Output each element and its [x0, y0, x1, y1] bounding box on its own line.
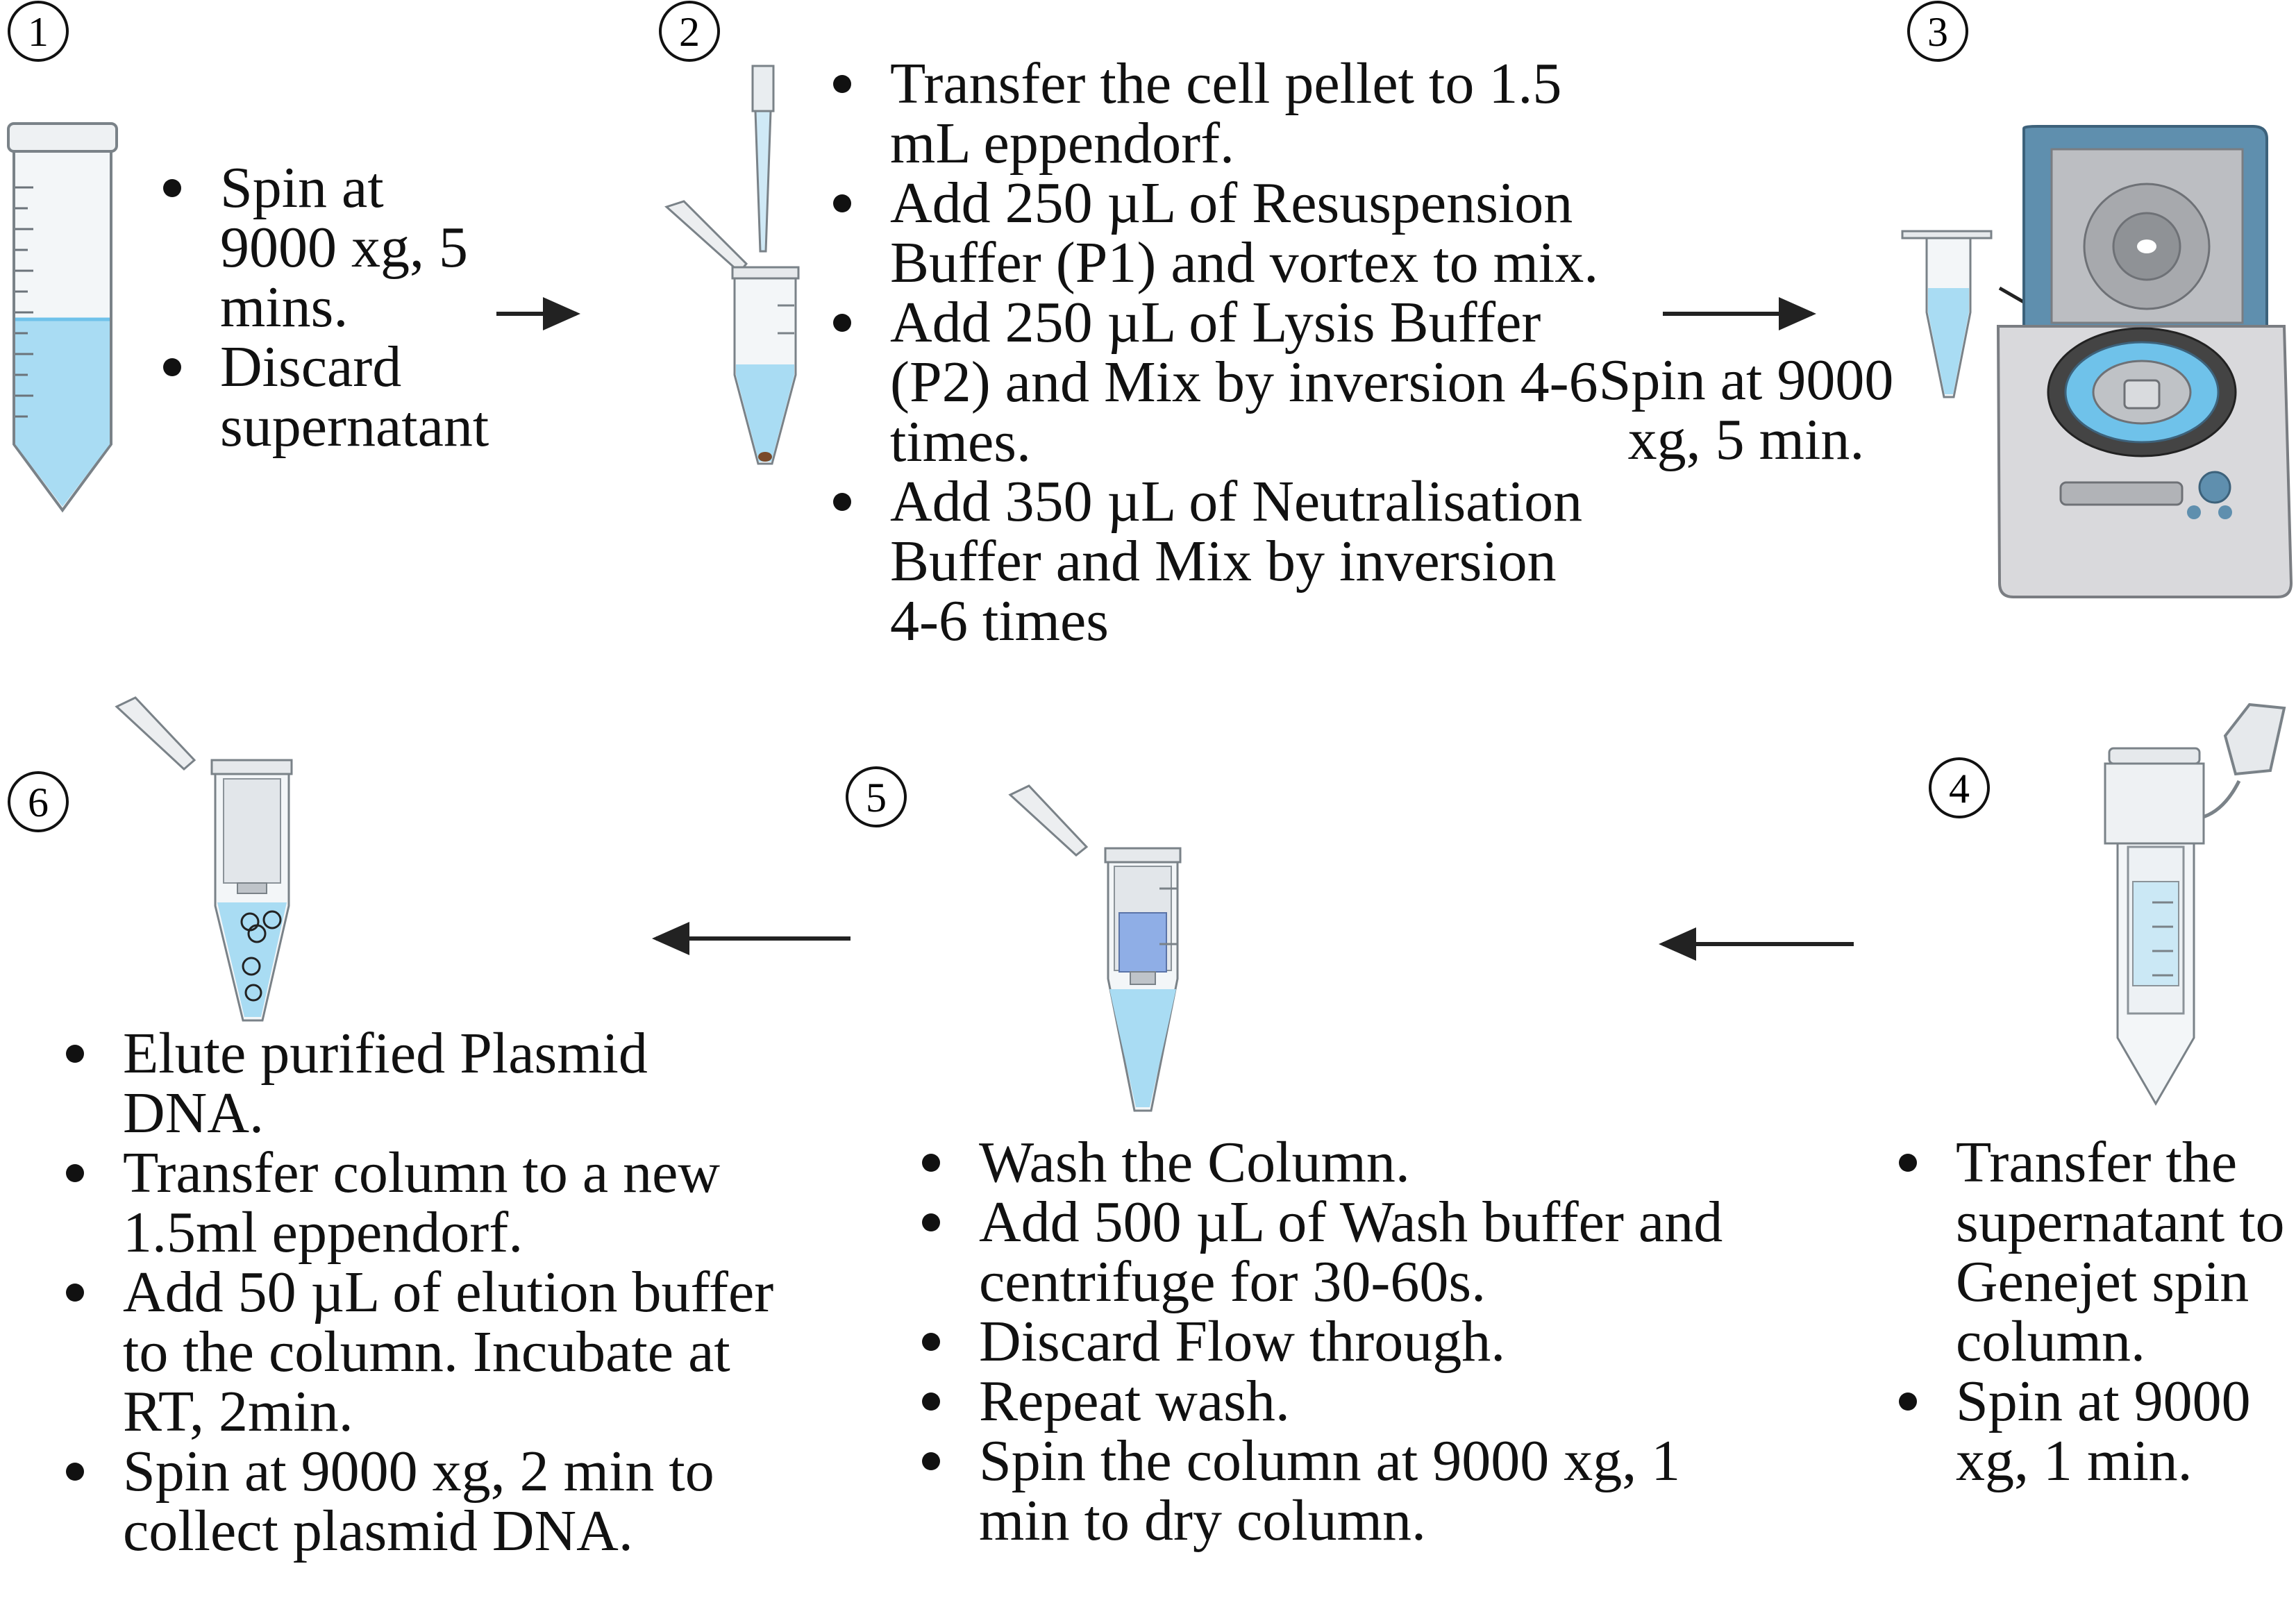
list-item: Wash the Column. — [908, 1133, 1762, 1193]
step-number-4: 4 — [1929, 757, 1990, 818]
list-item: Transfer column to a new 1.5ml eppendorf… — [52, 1143, 802, 1263]
step-number-5: 5 — [846, 766, 907, 827]
step-6-instructions: Elute purified Plasmid DNA. Transfer col… — [52, 1024, 802, 1561]
list-item: Add 50 µL of elution buffer to the colum… — [52, 1263, 802, 1442]
spin-column-tube-icon — [2104, 702, 2286, 1106]
step-1-instructions: Spin at 9000 xg, 5 mins. Discard superna… — [149, 158, 510, 457]
wash-column-tube-icon — [1008, 784, 1182, 1112]
list-item: Spin at 9000 xg, 1 min. — [1885, 1372, 2291, 1491]
list-item: Transfer the cell pellet to 1.5 mL eppen… — [819, 54, 1604, 174]
step-number-2: 2 — [659, 1, 720, 62]
svg-text:6: 6 — [28, 780, 49, 825]
svg-text:5: 5 — [866, 775, 887, 821]
step-3-label: Spin at 9000 xg, 5 min. — [1598, 348, 1894, 472]
list-item: Add 350 µL of Neutralisation Buffer and … — [819, 472, 1604, 651]
elution-tube-icon — [115, 696, 293, 1022]
svg-text:4: 4 — [1949, 766, 1970, 811]
list-item: Spin at 9000 xg, 2 min to collect plasmi… — [52, 1442, 802, 1561]
step-4-instructions: Transfer the supernatant to Genejet spin… — [1885, 1133, 2291, 1491]
pipette-tip-icon — [751, 65, 775, 253]
eppendorf-tube-small-icon — [1901, 230, 1993, 398]
svg-text:3: 3 — [1927, 9, 1948, 55]
list-item: Add 250 µL of Resuspension Buffer (P1) a… — [819, 174, 1604, 293]
list-item: Add 250 µL of Lysis Buffer (P2) and Mix … — [819, 293, 1604, 472]
list-item: Elute purified Plasmid DNA. — [52, 1024, 802, 1143]
svg-text:2: 2 — [679, 9, 700, 55]
list-item: Spin the column at 9000 xg, 1 min to dry… — [908, 1431, 1762, 1551]
dna-plasmid-icon — [240, 910, 282, 1002]
list-item: Spin at 9000 xg, 5 mins. — [149, 158, 510, 337]
list-item: Repeat wash. — [908, 1372, 1762, 1431]
step-number-6: 6 — [8, 771, 69, 832]
eppendorf-tube-icon — [664, 200, 800, 465]
list-item: Discard Flow through. — [908, 1312, 1762, 1372]
step-number-1: 1 — [8, 1, 69, 62]
list-item: Discard supernatant — [149, 337, 510, 457]
centrifuge-icon — [1996, 125, 2293, 598]
list-item: Add 500 µL of Wash buffer and centrifuge… — [908, 1193, 1762, 1312]
step-number-3: 3 — [1907, 1, 1968, 62]
falcon-tube-icon — [7, 122, 118, 513]
svg-text:1: 1 — [28, 9, 49, 55]
step-2-instructions: Transfer the cell pellet to 1.5 mL eppen… — [819, 54, 1604, 651]
list-item: Transfer the supernatant to Genejet spin… — [1885, 1133, 2291, 1372]
step-5-instructions: Wash the Column. Add 500 µL of Wash buff… — [908, 1133, 1762, 1551]
